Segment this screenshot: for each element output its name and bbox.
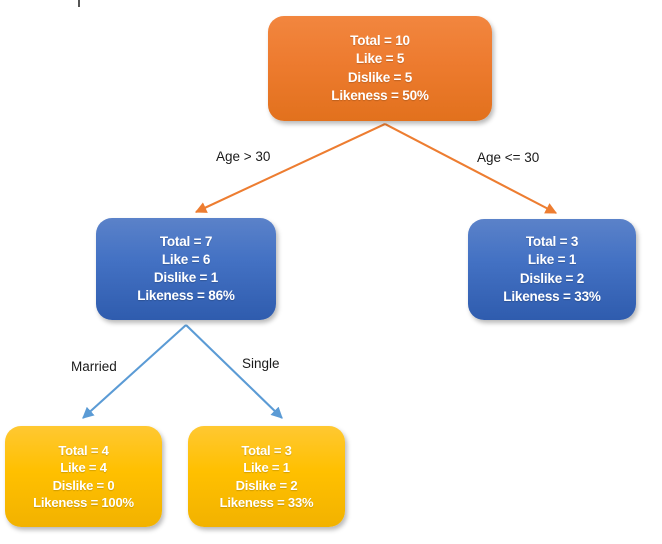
node-age-lte-30-line-3: Dislike = 2: [519, 270, 585, 286]
node-age-lte-30-line-2: Like = 1: [527, 252, 577, 268]
node-root-line-2: Like = 5: [355, 51, 405, 67]
edge-label-age-lte-30: Age <= 30: [477, 150, 540, 165]
node-root[interactable]: Total = 10 Like = 5 Dislike = 5 Likeness…: [268, 16, 492, 121]
node-age-gt-30[interactable]: Total = 7 Like = 6 Dislike = 1 Likeness …: [96, 218, 276, 320]
edge-root-to-age-gt-30: [194, 123, 386, 213]
node-age-gt-30-line-1: Total = 7: [159, 233, 213, 249]
node-root-line-3: Dislike = 5: [347, 69, 413, 85]
node-single-line-1: Total = 3: [241, 442, 292, 458]
edge-label-age-gt-30: Age > 30: [216, 149, 271, 164]
text-cursor-artifact: [78, 0, 80, 7]
node-age-lte-30-line-1: Total = 3: [525, 234, 579, 250]
node-root-line-4: Likeness = 50%: [331, 87, 429, 103]
node-married-line-2: Like = 4: [60, 460, 107, 476]
node-age-gt-30-line-4: Likeness = 86%: [137, 288, 235, 304]
edge-root-to-age-lte-30: [384, 123, 558, 214]
edge-age-gt-30-to-single: [185, 324, 283, 419]
node-single-line-3: Dislike = 2: [235, 477, 298, 493]
node-married[interactable]: Total = 4 Like = 4 Dislike = 0 Likeness …: [5, 426, 162, 527]
node-married-line-4: Likeness = 100%: [33, 494, 134, 510]
node-root-line-1: Total = 10: [350, 33, 410, 49]
node-married-line-1: Total = 4: [58, 442, 109, 458]
edge-label-single: Single: [242, 356, 280, 371]
node-age-gt-30-line-3: Dislike = 1: [153, 270, 219, 285]
node-single-line-4: Likeness = 33%: [219, 494, 314, 510]
edge-label-married: Married: [71, 359, 117, 374]
node-married-line-3: Dislike = 0: [52, 477, 115, 493]
node-age-lte-30-line-4: Likeness = 33%: [503, 288, 601, 304]
node-age-gt-30-line-2: Like = 6: [161, 251, 211, 267]
node-single-line-2: Like = 1: [243, 460, 290, 476]
node-age-lte-30[interactable]: Total = 3 Like = 1 Dislike = 2 Likeness …: [468, 219, 636, 320]
node-single[interactable]: Total = 3 Like = 1 Dislike = 2 Likeness …: [188, 426, 345, 527]
